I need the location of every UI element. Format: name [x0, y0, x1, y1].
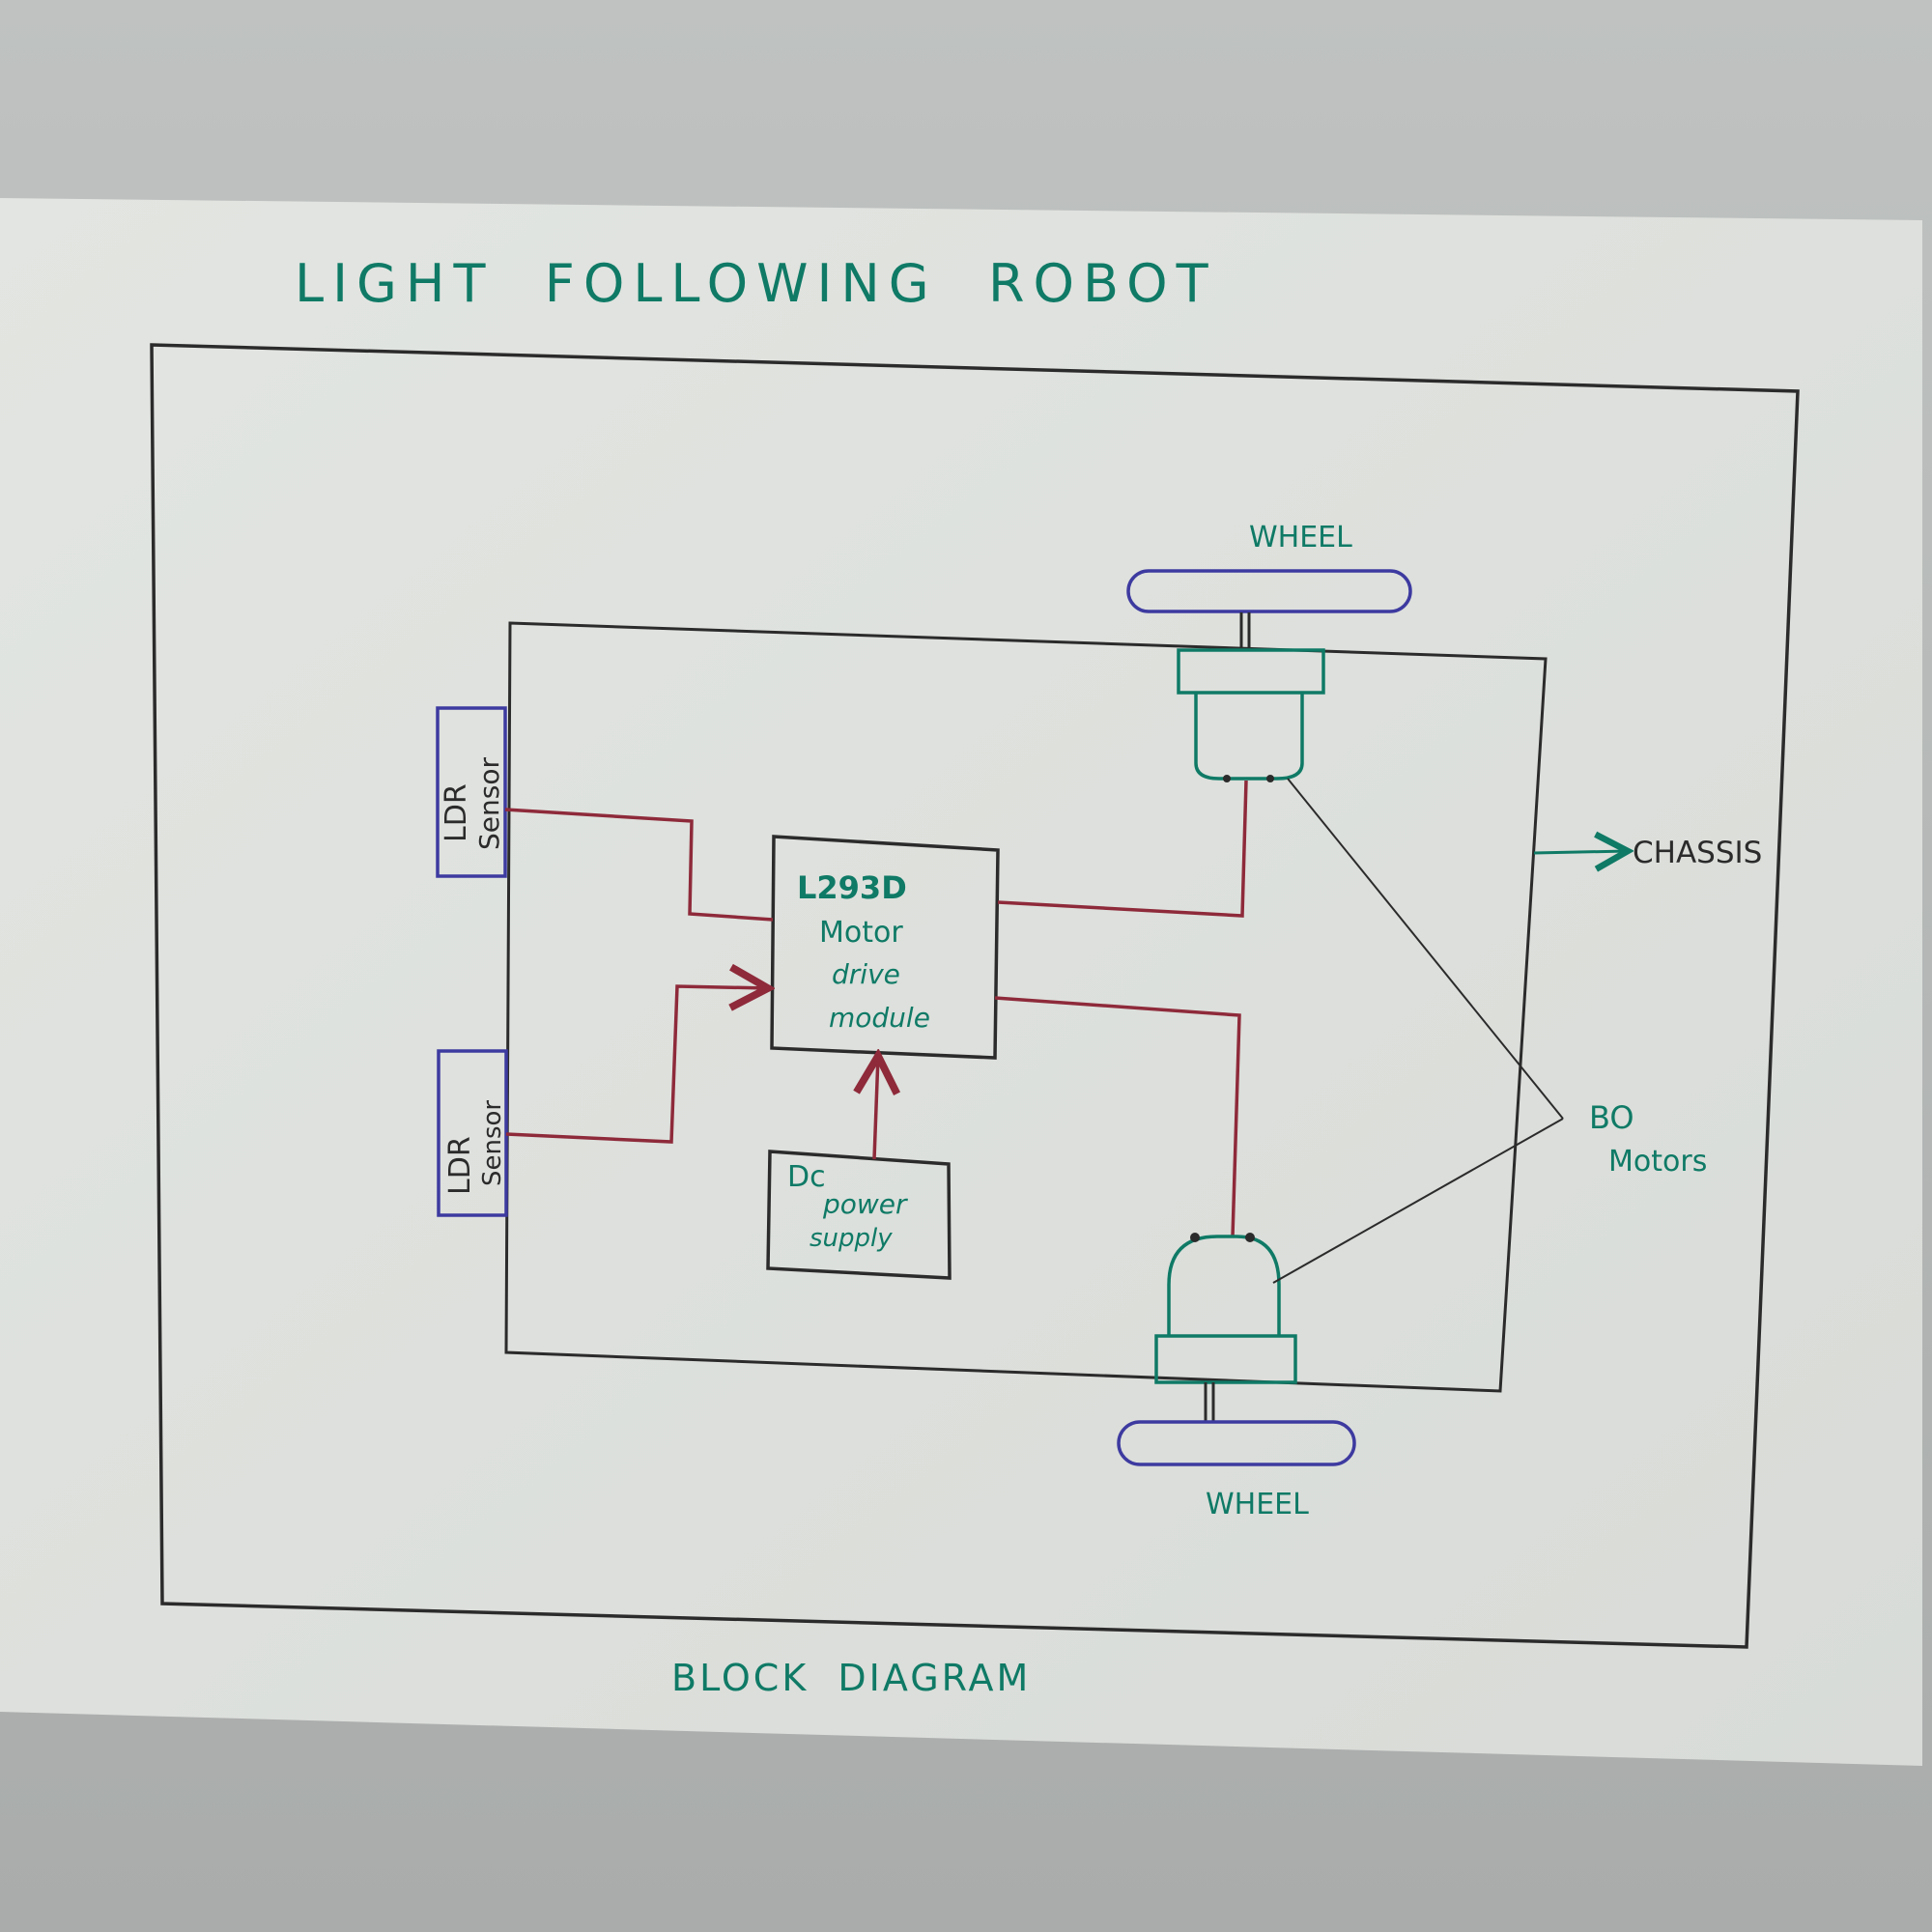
wire-power-to-driver [874, 1056, 878, 1160]
power-supply-block: Dc power supply [766, 1150, 952, 1280]
wire-ldr-bottom-to-driver [505, 986, 768, 1144]
paper-sheet [0, 198, 1922, 1766]
outer-frame [150, 343, 1800, 1649]
wiring [504, 780, 1248, 1237]
power-label-line3: supply [810, 1224, 893, 1253]
top-motor [1177, 612, 1325, 782]
bottom-wheel [1117, 1420, 1356, 1466]
ldr-sensor-bottom: LDR Sensor [437, 1049, 508, 1217]
wire-ldr-top-to-driver [504, 808, 774, 922]
driver-label-line4: module [829, 1002, 930, 1034]
bottom-motor [1154, 1233, 1297, 1421]
wire-driver-to-top-motor [997, 780, 1248, 918]
bo-motors-label-line1: BO [1589, 1099, 1634, 1136]
power-label-line2: power [822, 1188, 908, 1220]
chassis-pointer-arrow [1533, 851, 1628, 853]
wire-driver-to-bottom-motor [994, 996, 1241, 1237]
bo-motors-leader-lines [1272, 778, 1564, 1284]
ldr-top-label-line2: Sensor [473, 757, 505, 850]
diagram-title: LIGHT FOLLOWING ROBOT [295, 253, 1217, 314]
driver-label-line3: drive [832, 958, 900, 990]
bottom-wheel-label: WHEEL [1206, 1488, 1309, 1521]
ldr-bottom-label-line1: LDR [443, 1136, 477, 1195]
ldr-sensor-top: LDR Sensor [436, 706, 507, 878]
motor-driver-block: L293D Motor drive module [770, 835, 1000, 1060]
chassis-label: CHASSIS [1633, 836, 1762, 870]
ldr-bottom-label-line2: Sensor [478, 1100, 507, 1186]
top-wheel [1126, 569, 1412, 613]
power-label-line1: Dc [787, 1160, 826, 1194]
top-wheel-label: WHEEL [1249, 521, 1352, 554]
driver-label-line2: Motor [819, 916, 903, 950]
ldr-top-label-line1: LDR [440, 783, 473, 842]
driver-label-line1: L293D [797, 869, 907, 906]
diagram-caption: BLOCK DIAGRAM [671, 1657, 1031, 1699]
bo-motors-label-line2: Motors [1608, 1145, 1707, 1179]
